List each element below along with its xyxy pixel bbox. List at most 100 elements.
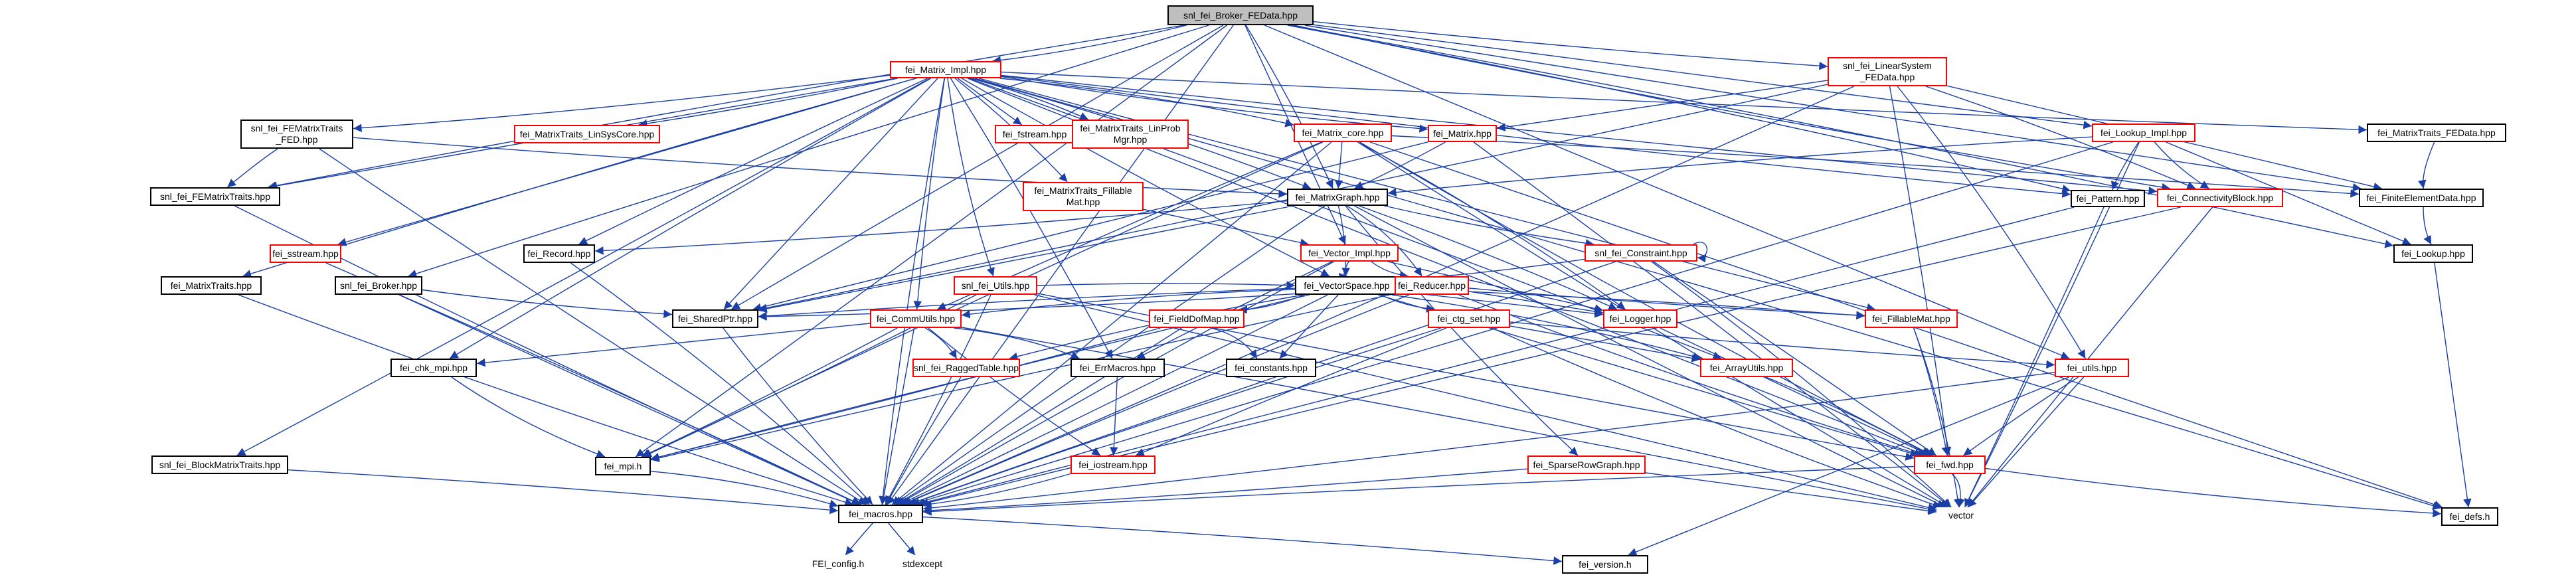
node-sparserowgraph[interactable]: fei_SparseRowGraph.hpp [1527, 455, 1646, 474]
edge-broker-to-sharedptr [422, 289, 673, 319]
node-version[interactable]: fei_version.h [1562, 555, 1648, 574]
node-vector-impl[interactable]: fei_Vector_Impl.hpp [1300, 244, 1399, 262]
node-fstream[interactable]: fei_fstream.hpp [995, 125, 1074, 143]
edge-reducer-to-logger [1468, 291, 1604, 316]
node-fedata[interactable]: fei_FiniteElementData.hpp [2359, 189, 2484, 207]
edge-lookup-impl-to-matrixgraph [1387, 136, 2093, 197]
node-mt-lsc[interactable]: fei_MatrixTraits_LinSysCore.hpp [514, 125, 660, 143]
edge-commutils-to-macros [879, 327, 915, 505]
node-commutils[interactable]: fei_CommUtils.hpp [870, 309, 962, 328]
node-logger[interactable]: fei_Logger.hpp [1603, 309, 1677, 328]
node-constants[interactable]: fei_constants.hpp [1226, 359, 1316, 377]
node-arrayutils[interactable]: fei_ArrayUtils.hpp [1700, 359, 1793, 377]
node-root[interactable]: snl_fei_Broker_FEData.hpp [1167, 5, 1314, 25]
edge-fwd-to-defs [1985, 467, 2442, 518]
edge-vectorspace-to-macros [899, 294, 1328, 505]
node-vector: vector [1936, 507, 1986, 523]
node-connblock[interactable]: fei_ConnectivityBlock.hpp [2157, 189, 2283, 207]
edge-iostream-to-macros [922, 473, 1071, 509]
node-femt-fed[interactable]: snl_fei_FEMatrixTraits _FED.hpp [240, 120, 353, 149]
edge-matrix-impl-to-defs [975, 78, 2442, 510]
edge-matrix-impl-to-mt-fedata [1001, 71, 2367, 134]
edge-matrix-impl-to-chk-mpi [449, 78, 932, 359]
edge-connblock-to-vector [1967, 206, 2213, 508]
edge-matrix-impl-to-connblock [1001, 74, 2158, 195]
node-fillablemat[interactable]: fei_FillableMat.hpp [1865, 309, 1958, 328]
node-mt-lpm[interactable]: fei_MatrixTraits_LinProb Mgr.hpp [1072, 120, 1189, 149]
edge-fielddofmap-to-constants [1211, 327, 1258, 359]
edge-ls-fedata-to-connblock [1925, 86, 2196, 189]
edge-utils-to-fwd [1963, 376, 2079, 456]
node-vectorspace[interactable]: fei_VectorSpace.hpp [1295, 276, 1399, 295]
edge-matrix-impl-to-macros [879, 78, 945, 505]
node-mt-fedata[interactable]: fei_MatrixTraits_FEData.hpp [2367, 124, 2506, 142]
edge-vectorspace-to-commutils [961, 289, 1296, 319]
edge-macros-to-stdexcept [888, 523, 916, 556]
edge-utils-to-vector [1968, 376, 2085, 508]
node-broker[interactable]: snl_fei_Broker.hpp [335, 276, 422, 295]
edge-matrix-core-to-fedata [1391, 135, 2360, 198]
node-mt-fillable[interactable]: fei_MatrixTraits_Fillable Mat.hpp [1023, 182, 1144, 211]
edge-pattern-to-vector [1964, 206, 2104, 508]
edge-constraint-to-macros [907, 261, 1616, 506]
node-sharedptr[interactable]: fei_SharedPtr.hpp [672, 309, 758, 328]
node-fei-config: FEI_config.h [806, 555, 870, 572]
node-iostream[interactable]: fei_iostream.hpp [1071, 455, 1156, 474]
edge-constraint-to-vector [1651, 261, 1952, 508]
node-matrix-core[interactable]: fei_Matrix_core.hpp [1294, 124, 1392, 142]
edge-matrix-impl-to-record [578, 78, 928, 245]
edge-blockmt-to-macros [288, 469, 839, 515]
edge-reducer-to-fwd [1458, 294, 1923, 457]
node-utils[interactable]: fei_utils.hpp [2055, 359, 2129, 377]
edge-matrix-to-matrixgraph [1354, 141, 1446, 189]
node-constraint[interactable]: snl_fei_Constraint.hpp [1585, 244, 1697, 262]
node-matrixgraph[interactable]: fei_MatrixGraph.hpp [1287, 189, 1388, 206]
node-record[interactable]: fei_Record.hpp [523, 244, 595, 263]
edge-ls-fedata-to-matrix [1496, 80, 1828, 131]
edge-matrix-impl-to-matrix [1001, 76, 1428, 133]
edge-matrixgraph-to-vector [1354, 205, 1946, 508]
node-matrix[interactable]: fei_Matrix.hpp [1428, 125, 1497, 142]
node-defs[interactable]: fei_defs.h [2441, 507, 2498, 526]
node-ls-fedata[interactable]: snl_fei_LinearSystem _FEData.hpp [1828, 57, 1947, 86]
node-stdexcept: stdexcept [895, 555, 950, 572]
edge-root-to-utils [1264, 25, 2070, 359]
node-macros[interactable]: fei_macros.hpp [838, 505, 923, 523]
edge-fielddofmap-to-macros [895, 327, 1182, 505]
edge-matrix-impl-to-fillablemat [979, 78, 1875, 312]
node-matrix-impl[interactable]: fei_Matrix_Impl.hpp [890, 61, 1001, 78]
edge-commutils-to-iostream [928, 327, 1101, 456]
edge-matrix-impl-to-femt-fed [353, 74, 891, 132]
node-pattern[interactable]: fei_Pattern.hpp [2071, 190, 2145, 207]
node-femt[interactable]: snl_fei_FEMatrixTraits.hpp [150, 187, 280, 206]
node-ctg-set[interactable]: fei_ctg_set.hpp [1428, 309, 1510, 328]
edge-matrixgraph-to-sharedptr [758, 205, 1294, 313]
edge-ctg-set-to-iostream [1135, 327, 1447, 456]
node-lookup-impl[interactable]: fei_Lookup_Impl.hpp [2092, 124, 2195, 142]
node-reducer[interactable]: fei_Reducer.hpp [1395, 276, 1469, 295]
edge-commutils-to-vector [961, 327, 1937, 513]
node-blockmt[interactable]: snl_fei_BlockMatrixTraits.hpp [151, 455, 288, 474]
edge-mt-fedata-to-fedata [2418, 141, 2435, 189]
node-mpi[interactable]: fei_mpi.h [595, 457, 651, 475]
edge-ctg-set-to-utils [1509, 321, 2055, 369]
edge-vector-impl-to-errmacros [1136, 261, 1333, 359]
node-errmacros[interactable]: fei_ErrMacros.hpp [1071, 359, 1165, 377]
node-utils-snl[interactable]: snl_fei_Utils.hpp [954, 276, 1037, 295]
edge-utils-snl-to-macros [885, 294, 991, 505]
node-matrixtraits[interactable]: fei_MatrixTraits.hpp [161, 276, 262, 295]
edge-root-to-ls-fedata [1313, 21, 1828, 70]
node-sstream[interactable]: fei_sstream.hpp [270, 244, 341, 263]
node-fielddofmap[interactable]: fei_FieldDofMap.hpp [1149, 309, 1245, 328]
edge-matrixgraph-to-reducer [1346, 205, 1422, 277]
edge-arrayutils-to-fwd [1766, 376, 1931, 456]
edge-matrix-core-to-matrixgraph [1334, 141, 1343, 189]
edge-matrix-impl-to-blockmt [236, 78, 930, 456]
edge-matrix-impl-to-fstream [957, 78, 1023, 125]
node-fwd[interactable]: fei_fwd.hpp [1914, 455, 1986, 474]
node-lookup[interactable]: fei_Lookup.hpp [2393, 244, 2473, 263]
edge-matrixgraph-to-record [594, 200, 1288, 255]
edge-matrixtraits-to-macros [238, 294, 854, 507]
node-raggedtable[interactable]: snl_fei_RaggedTable.hpp [912, 359, 1020, 377]
node-chk-mpi[interactable]: fei_chk_mpi.hpp [390, 359, 477, 377]
